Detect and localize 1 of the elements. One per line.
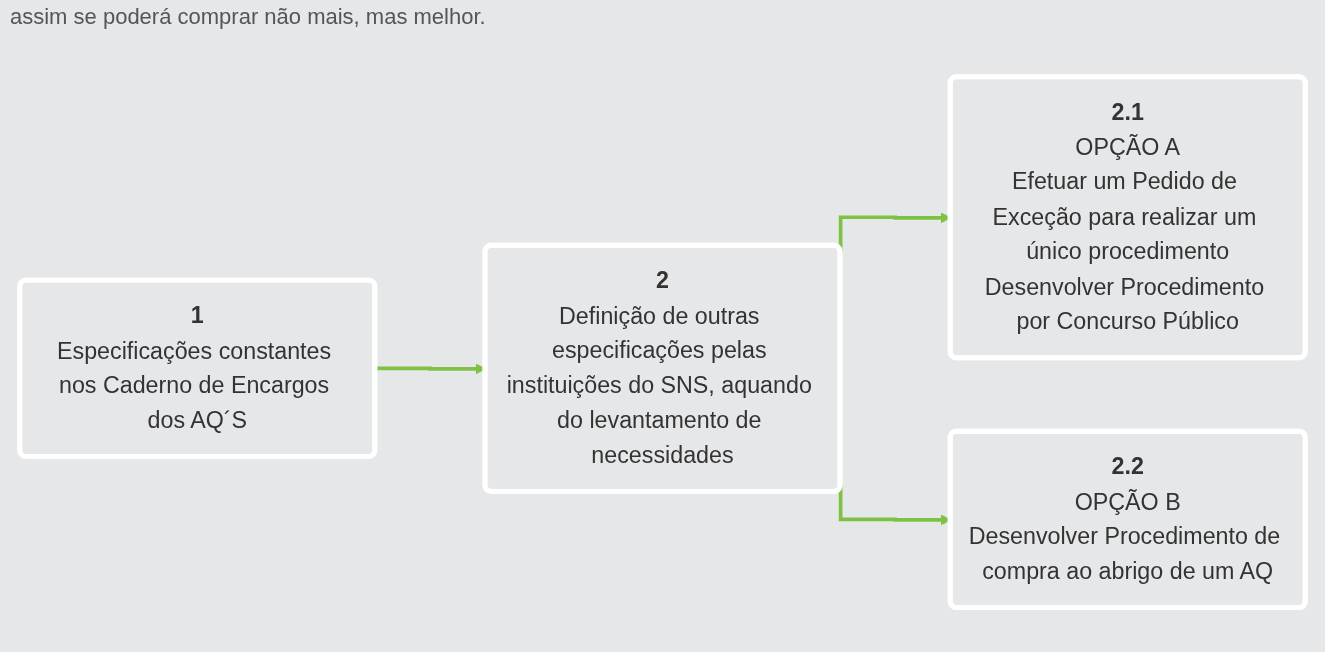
heading-text: assim se poderá comprar não mais, mas melhor. xyxy=(10,4,486,30)
